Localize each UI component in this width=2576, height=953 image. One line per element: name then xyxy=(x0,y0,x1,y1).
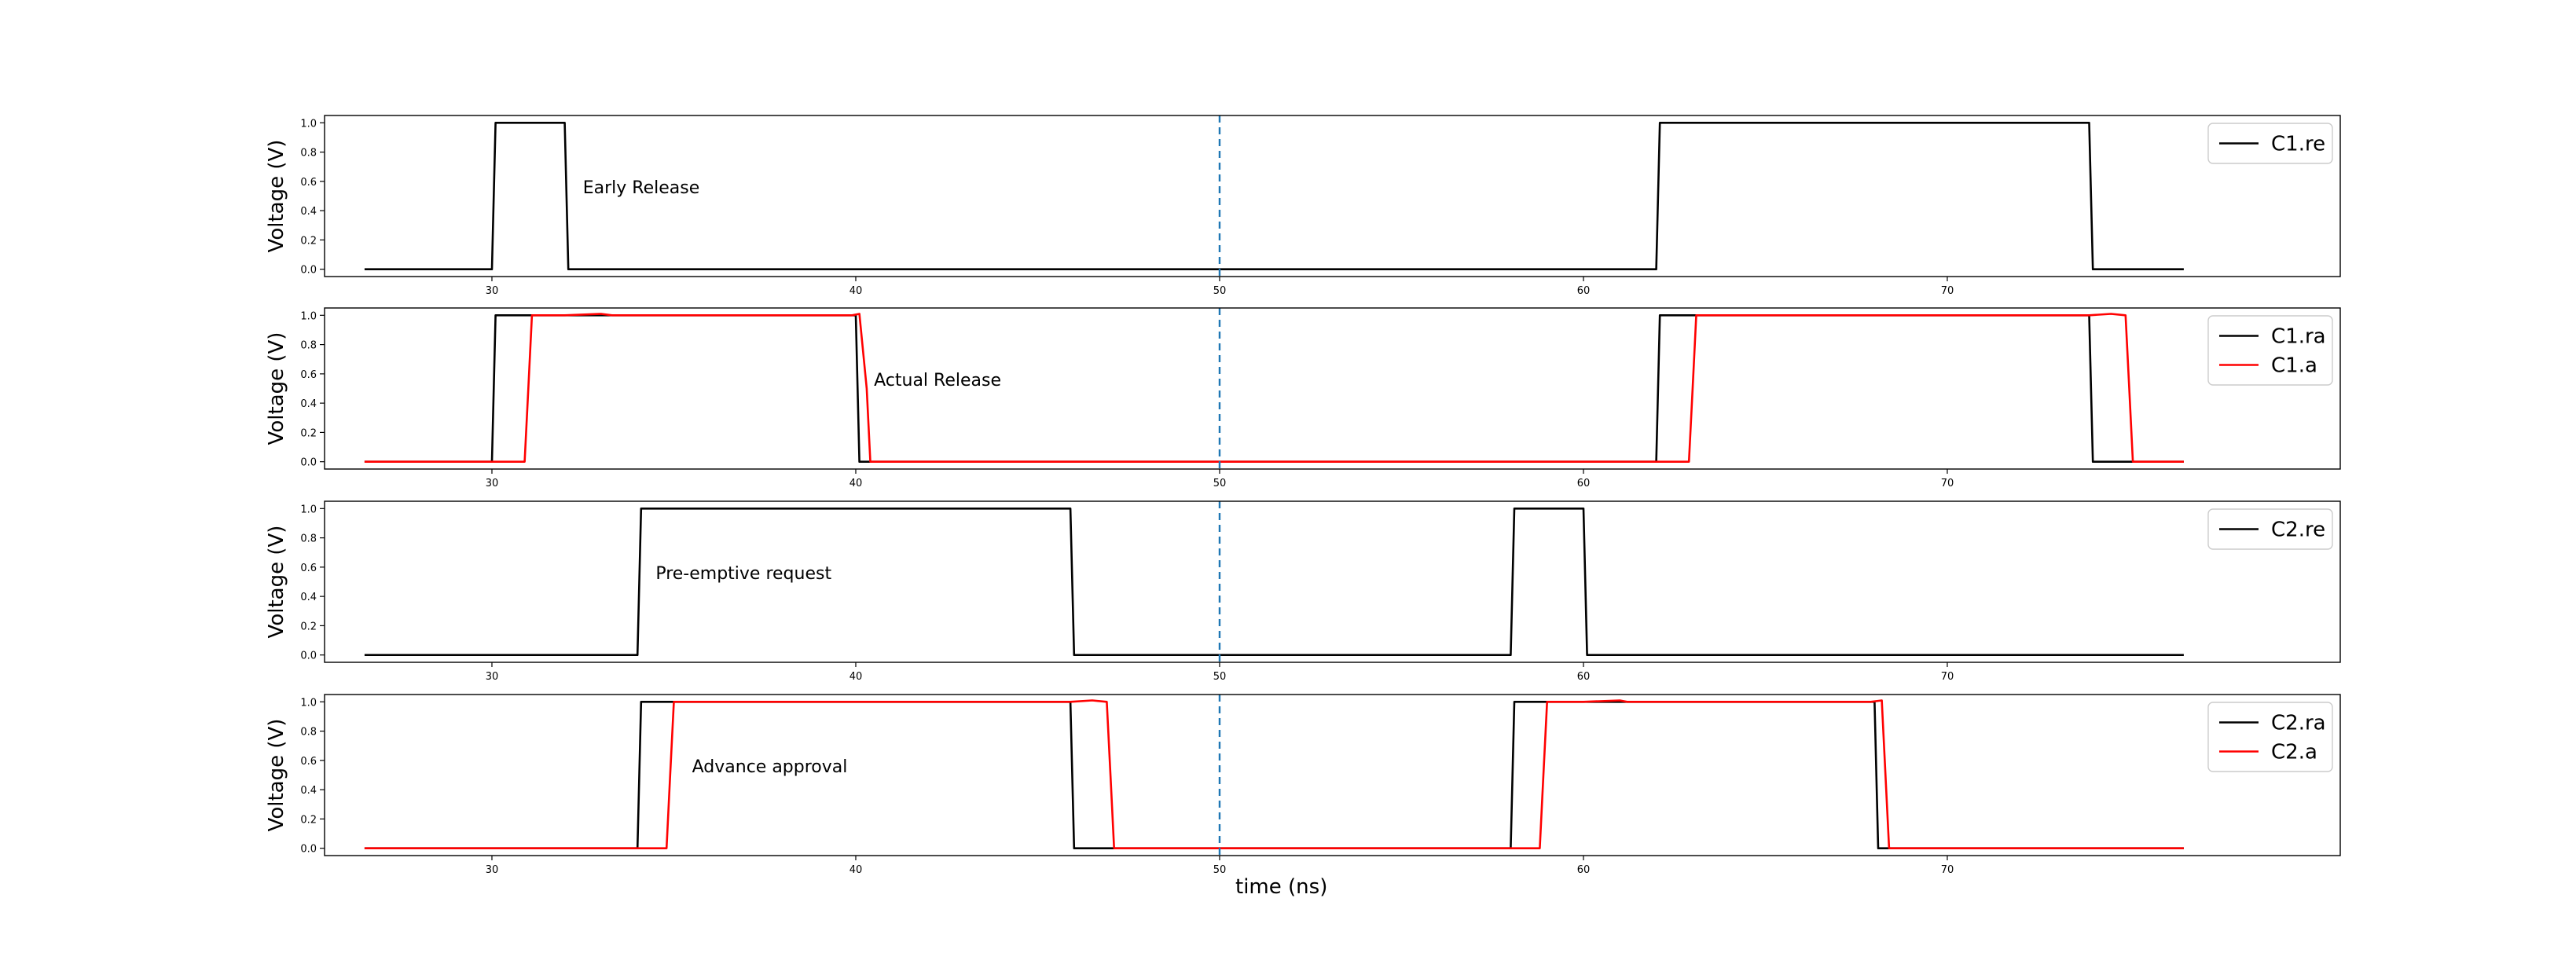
y-tick-label: 0.0 xyxy=(300,265,317,277)
legend-label: C2.ra xyxy=(2271,712,2326,735)
x-tick-label: 50 xyxy=(1213,671,1227,683)
y-axis-label: Voltage (V) xyxy=(265,332,288,445)
x-tick-label: 60 xyxy=(1577,864,1591,876)
y-tick-label: 0.2 xyxy=(300,814,317,826)
x-tick-label: 40 xyxy=(849,864,863,876)
y-tick-label: 0.4 xyxy=(300,206,317,218)
y-tick-label: 0.2 xyxy=(300,621,317,632)
legend-box xyxy=(2207,508,2333,550)
y-tick-label: 0.4 xyxy=(300,398,317,410)
series-line-C2.a xyxy=(364,699,2184,849)
y-tick-label: 0.0 xyxy=(300,651,317,662)
x-tick-label: 40 xyxy=(849,285,863,297)
plot-frame xyxy=(324,500,2341,663)
x-tick-label: 40 xyxy=(849,478,863,489)
legend-label: C1.re xyxy=(2271,133,2325,156)
y-tick-label: 1.0 xyxy=(300,697,317,709)
plot-frame xyxy=(324,115,2341,277)
legend-box xyxy=(2207,315,2333,386)
x-tick-label: 60 xyxy=(1577,671,1591,683)
annotation-label: Early Release xyxy=(583,178,700,198)
annotation-label: Advance approval xyxy=(692,757,848,777)
y-tick-label: 0.4 xyxy=(300,592,317,603)
y-tick-label: 0.8 xyxy=(300,340,317,352)
legend-box xyxy=(2207,702,2333,772)
legend-label: C2.a xyxy=(2271,741,2317,764)
y-tick-label: 0.6 xyxy=(300,369,317,381)
x-tick-label: 50 xyxy=(1213,864,1227,876)
x-tick-label: 50 xyxy=(1213,478,1227,489)
y-tick-label: 1.0 xyxy=(300,118,317,130)
x-tick-label: 30 xyxy=(486,285,499,297)
legend-label: C1.ra xyxy=(2271,325,2326,349)
y-tick-label: 0.6 xyxy=(300,563,317,574)
plot-frame xyxy=(324,694,2341,856)
x-tick-label: 70 xyxy=(1941,671,1954,683)
x-tick-label: 70 xyxy=(1941,864,1954,876)
y-tick-label: 1.0 xyxy=(300,504,317,515)
legend-box xyxy=(2207,123,2333,164)
x-tick-label: 30 xyxy=(486,478,499,489)
y-tick-label: 0.2 xyxy=(300,427,317,439)
y-tick-label: 0.6 xyxy=(300,177,317,189)
x-tick-label: 30 xyxy=(486,671,499,683)
y-tick-label: 0.2 xyxy=(300,235,317,247)
legend-label: C2.re xyxy=(2271,519,2325,542)
x-axis-label: time (ns) xyxy=(1235,875,1327,899)
x-tick-label: 50 xyxy=(1213,285,1227,297)
y-tick-label: 0.8 xyxy=(300,148,317,159)
y-tick-label: 0.8 xyxy=(300,727,317,739)
y-tick-label: 0.0 xyxy=(300,844,317,856)
x-tick-label: 40 xyxy=(849,671,863,683)
y-tick-label: 0.4 xyxy=(300,785,317,797)
y-axis-label: Voltage (V) xyxy=(265,140,288,253)
series-line-C1.re xyxy=(364,122,2184,271)
y-axis-label: Voltage (V) xyxy=(265,719,288,832)
series-line-C2.re xyxy=(364,507,2184,657)
x-tick-label: 70 xyxy=(1941,285,1954,297)
annotation-label: Actual Release xyxy=(874,371,1001,390)
legend: C2.re xyxy=(2207,508,2333,550)
y-tick-label: 1.0 xyxy=(300,310,317,322)
y-tick-label: 0.8 xyxy=(300,533,317,545)
annotation-label: Pre-emptive request xyxy=(655,564,831,584)
series-line-C1.a xyxy=(364,313,2184,464)
plot-frame xyxy=(324,307,2341,470)
y-axis-label: Voltage (V) xyxy=(265,526,288,639)
x-tick-label: 70 xyxy=(1941,478,1954,489)
legend-label: C1.a xyxy=(2271,354,2317,378)
y-tick-label: 0.6 xyxy=(300,756,317,768)
legend: C1.re xyxy=(2207,123,2333,164)
x-tick-label: 60 xyxy=(1577,285,1591,297)
y-tick-label: 0.0 xyxy=(300,457,317,469)
x-tick-label: 60 xyxy=(1577,478,1591,489)
x-tick-label: 30 xyxy=(486,864,499,876)
